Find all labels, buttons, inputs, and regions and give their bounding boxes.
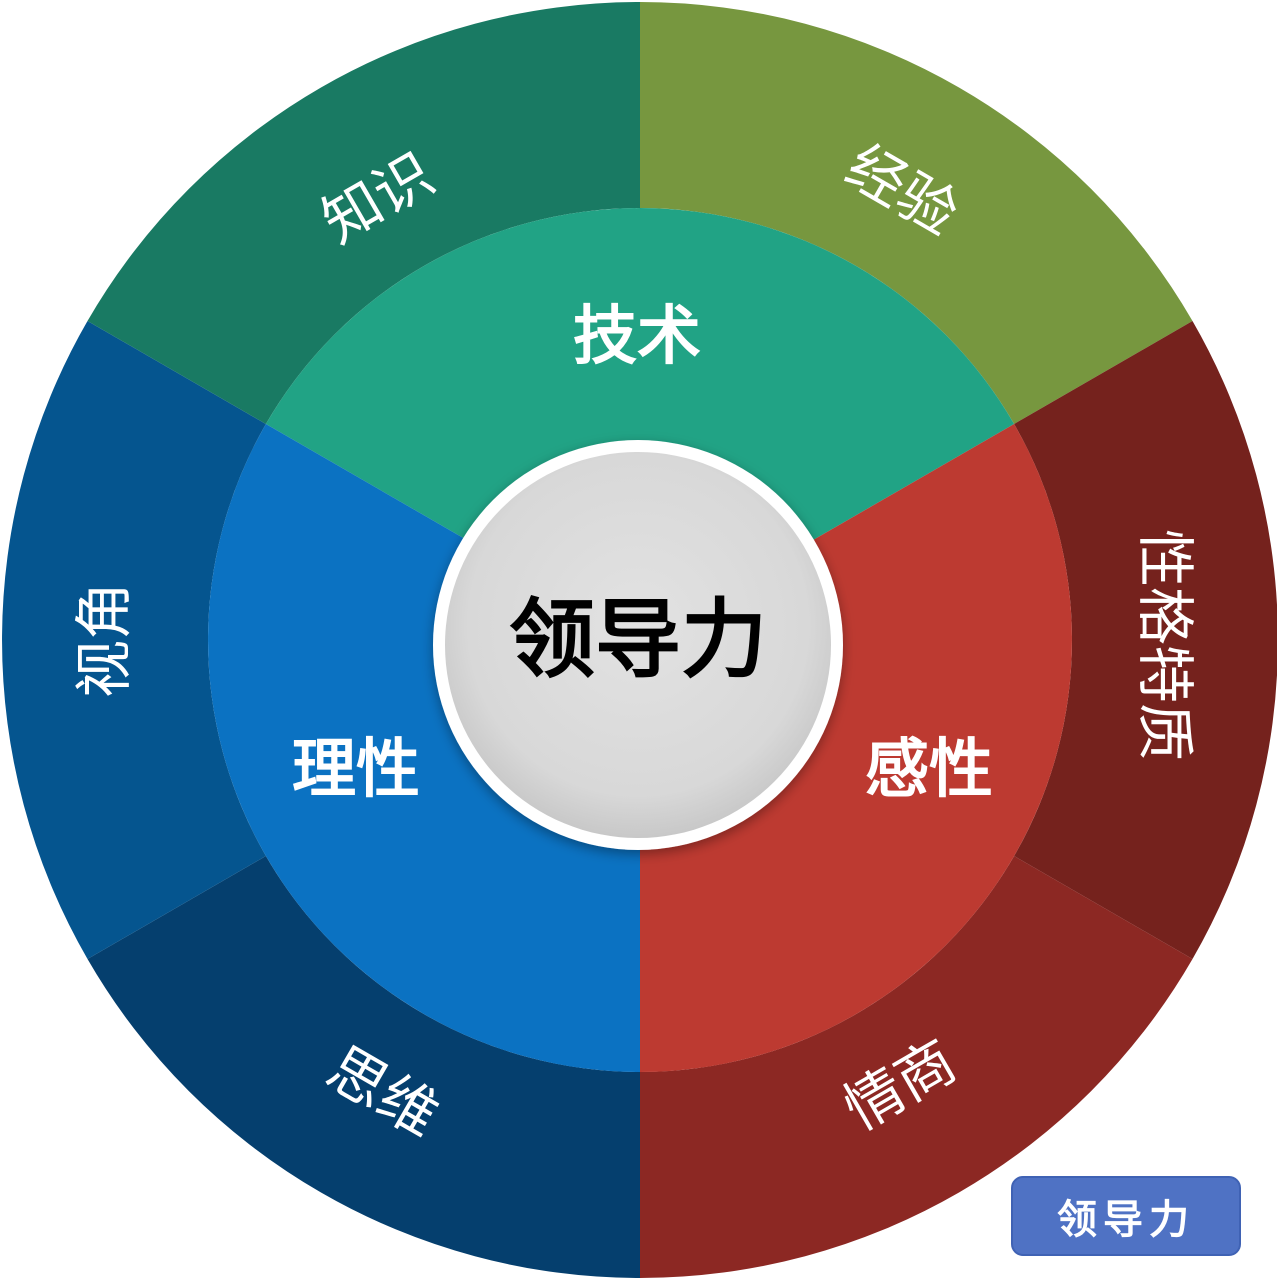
segment-thinking[interactable] [87, 856, 641, 1278]
center-label: 领导力 [509, 590, 767, 690]
segment-personality[interactable] [1014, 321, 1277, 959]
label-tech: 技术 [573, 300, 701, 374]
segment-tech[interactable] [265, 208, 1015, 640]
segment-experience[interactable] [640, 2, 1193, 424]
segment-knowledge[interactable] [87, 2, 641, 424]
segment-eq[interactable] [640, 856, 1193, 1278]
label-rational: 理性 [292, 733, 420, 807]
label-perspective: 视角 [70, 582, 138, 698]
segment-perspective[interactable] [2, 321, 266, 959]
label-personality: 性格特质 [1131, 529, 1199, 761]
center-disc[interactable]: 领导力 [433, 440, 843, 850]
label-emotional: 感性 [865, 733, 993, 807]
leadership-badge[interactable]: 领导力 [1011, 1176, 1241, 1256]
